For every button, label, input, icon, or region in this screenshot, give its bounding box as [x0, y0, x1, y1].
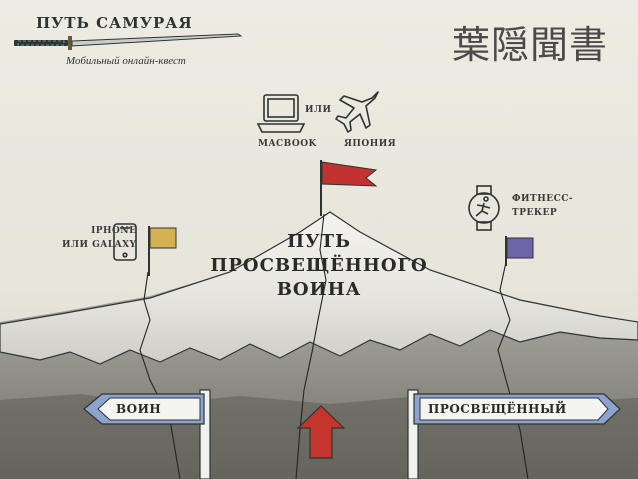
- katana-icon: [14, 33, 243, 50]
- iphone-label-line1: IPHONE: [91, 226, 137, 236]
- fitness-label-line2: ТРЕКЕР: [512, 208, 558, 218]
- fitness-label-line1: ФИТНЕСС-: [512, 194, 574, 204]
- airplane-icon: [335, 91, 379, 133]
- iphone-label-line2: ИЛИ GALAXY: [62, 240, 137, 250]
- yellow-flag-icon: [148, 226, 177, 276]
- phone-icon: [113, 223, 137, 261]
- enlightened-sign-label: ПРОСВЕЩЁННЫЙ: [428, 402, 567, 416]
- iphone-label: IPHONE ИЛИ GALAXY: [62, 224, 137, 252]
- mountain-title-line2: ПРОСВЕЩЁННОГО: [210, 255, 428, 276]
- enlightened-signpost: [407, 389, 621, 479]
- mountain-title: ПУТЬ ПРОСВЕЩЁННОГО ВОИНА: [190, 230, 448, 302]
- fitness-tracker-icon: [468, 185, 500, 231]
- or-label: или: [305, 105, 332, 115]
- red-flag-icon: [320, 160, 378, 216]
- fitness-label: ФИТНЕСС- ТРЕКЕР: [512, 192, 573, 220]
- macbook-label: MACBOOK: [258, 139, 317, 149]
- kanji-heading: 葉隠聞書: [452, 23, 609, 67]
- warrior-sign-label: ВОИН: [116, 402, 162, 416]
- purple-flag-icon: [505, 236, 534, 266]
- page-title: ПУТЬ САМУРАЯ: [36, 14, 193, 32]
- mountain-snow: [0, 211, 638, 365]
- mountain-title-line1: ПУТЬ: [287, 231, 351, 252]
- mountain-title-line3: ВОИНА: [276, 279, 362, 300]
- page-subtitle: Мобильный онлайн-квест: [66, 55, 186, 67]
- warrior-signpost: [83, 389, 211, 479]
- japan-label: ЯПОНИЯ: [344, 139, 397, 149]
- laptop-icon: [256, 94, 306, 133]
- up-arrow-icon: [296, 405, 346, 459]
